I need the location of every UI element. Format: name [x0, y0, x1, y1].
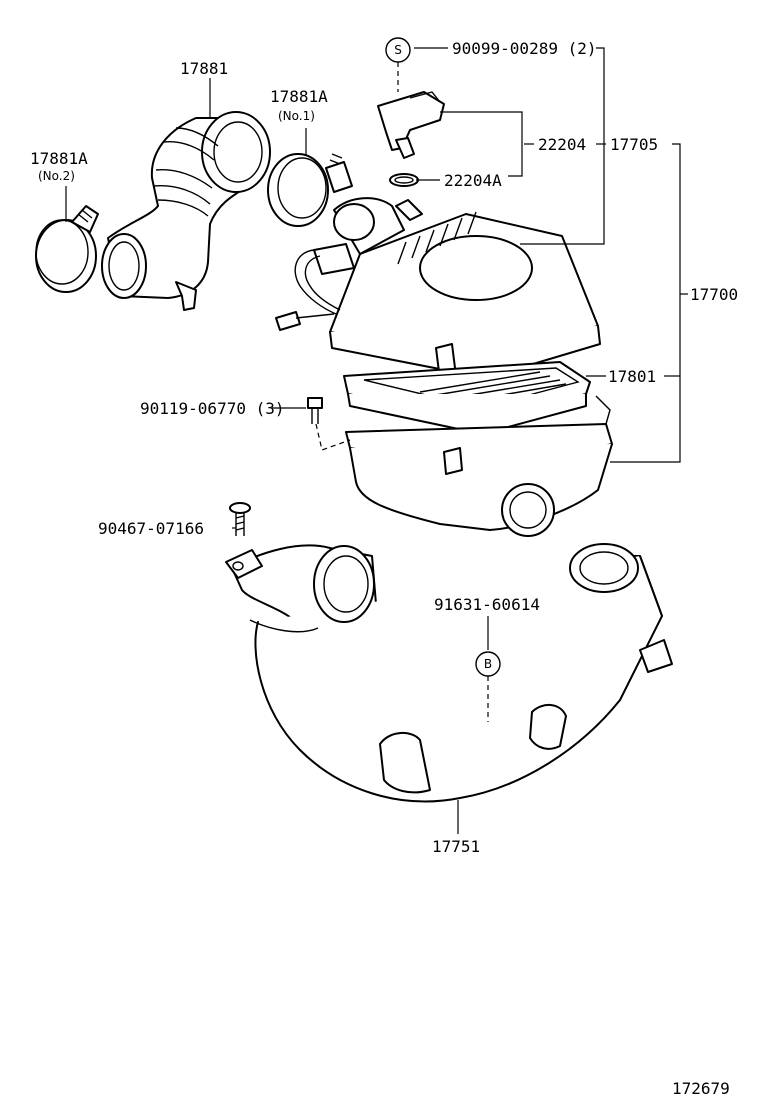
air-inlet-duct-17751: [225, 543, 673, 803]
diagram-id: 172679: [672, 1079, 730, 1098]
label-22204: 22204: [538, 135, 586, 154]
clamp-band-no1: [267, 153, 353, 227]
label-17881A-no1: 17881A: [270, 87, 328, 106]
label-17881A-no2: 17881A: [30, 149, 88, 168]
marker-s: S: [385, 37, 411, 63]
air-cleaner-case: [345, 395, 613, 537]
air-filter-element: [343, 361, 591, 435]
label-17881: 17881: [180, 59, 228, 78]
label-17881A-no1-sub: (No.1): [278, 109, 315, 123]
bolt-90467: [229, 502, 251, 536]
label-17751: 17751: [432, 837, 480, 856]
clamp-band-no2: [35, 205, 99, 293]
air-flow-meter-22204: [377, 91, 445, 187]
marker-b: B: [475, 651, 501, 677]
bolt-90119: [307, 397, 351, 451]
air-cleaner-cap: [275, 197, 601, 381]
label-17881A-no2-sub: (No.2): [38, 169, 75, 183]
label-91631: 91631-60614: [434, 595, 540, 614]
label-17700: 17700: [690, 285, 738, 304]
label-90119: 90119-06770 (3): [140, 399, 285, 418]
label-22204A: 22204A: [444, 171, 502, 190]
intake-hose-17881: [101, 111, 271, 311]
leader-lines: [65, 47, 688, 834]
label-90467: 90467-07166: [98, 519, 204, 538]
label-90099: 90099-00289 (2): [452, 39, 597, 58]
label-17705: 17705: [610, 135, 658, 154]
marker-b-text: B: [484, 657, 492, 671]
marker-s-text: S: [394, 43, 402, 57]
label-17801: 17801: [608, 367, 656, 386]
